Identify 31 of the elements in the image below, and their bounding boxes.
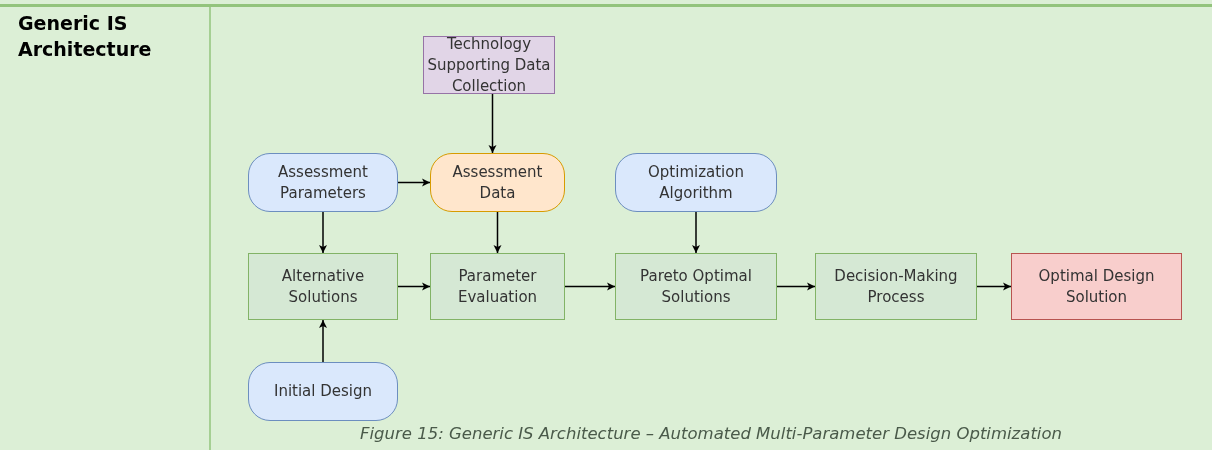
node-label: Assessment Parameters: [277, 161, 369, 204]
node-label: Pareto Optimal Solutions: [639, 265, 753, 308]
arrow: [319, 211, 327, 254]
node-label: Parameter Evaluation: [456, 265, 539, 308]
node-label: Optimization Algorithm: [647, 161, 745, 204]
input-pill: [248, 153, 398, 212]
arrow: [692, 211, 700, 254]
arrow: [397, 282, 431, 291]
node-label: Alternative Solutions: [280, 265, 366, 308]
arrow: [488, 93, 497, 154]
figure-caption: Figure 15: Generic IS Architecture – Automated Multi-Parameter Design Optimization: [359, 424, 1063, 443]
process-box: [615, 253, 777, 320]
arrow: [493, 211, 502, 254]
input-pill: [615, 153, 777, 212]
arrow: [564, 282, 616, 291]
row-heading: Generic IS Architecture: [18, 11, 153, 62]
node-label: Assessment Data: [451, 161, 544, 204]
data-pill: [430, 153, 565, 212]
node-label: Optimal Design Solution: [1037, 265, 1156, 308]
node-label: Decision-Making Process: [833, 265, 959, 308]
arrow: [319, 319, 327, 363]
node-label: Initial Design: [272, 381, 374, 402]
process-box: [430, 253, 565, 320]
input-pill: [248, 362, 398, 421]
arrow: [976, 282, 1012, 291]
node-label: Technology Supporting Data Collection: [426, 33, 552, 97]
process-box: [815, 253, 977, 320]
arrow: [397, 178, 431, 187]
process-box: [1011, 253, 1182, 320]
arrow: [776, 282, 816, 291]
process-box: [248, 253, 398, 320]
